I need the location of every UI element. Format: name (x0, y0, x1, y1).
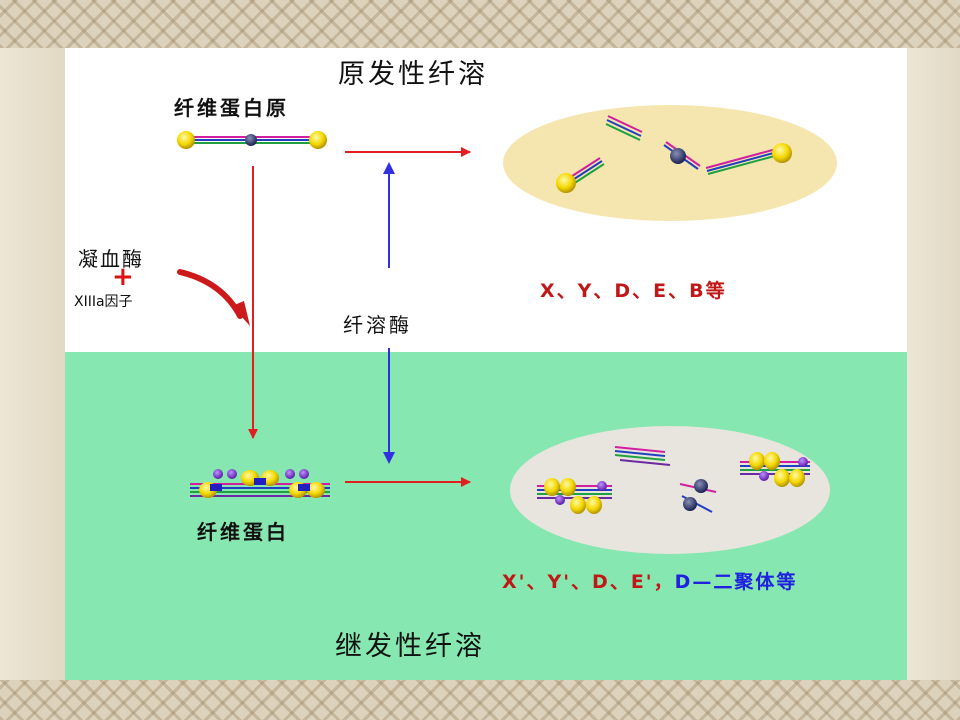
decorative-border-right (907, 48, 960, 680)
decorative-border-left (0, 48, 65, 680)
fibrinogen-degradation-products-ellipse (503, 105, 837, 221)
fibrinogen-fragments (556, 115, 792, 193)
fibrinogen-molecule (177, 131, 327, 149)
label-fibrin-products-red: X'、Y'、D、E'， (502, 571, 675, 593)
label-factor-xiiia: XIIIa因子 (74, 294, 133, 310)
fibrin-fragments (537, 446, 810, 514)
decorative-border-bottom (0, 680, 960, 720)
curved-arrow-thrombin-head (232, 301, 250, 326)
title-secondary-fibrinolysis: 继发性纤溶 (335, 631, 485, 662)
label-fibrin: 纤维蛋白 (197, 520, 289, 544)
decorative-border-top (0, 0, 960, 48)
fibrin-polymer (190, 469, 330, 498)
curved-arrow-thrombin (177, 269, 243, 319)
label-plasmin: 纤溶酶 (343, 313, 412, 337)
label-fibrinogen: 纤维蛋白原 (174, 96, 289, 120)
label-d-dimer: D—二聚体等 (674, 571, 798, 593)
label-fibrin-products: X'、Y'、D、E'，D—二聚体等 (502, 567, 797, 594)
label-plus: + (112, 262, 134, 292)
label-thrombin: 凝血酶 (78, 247, 144, 271)
title-primary-fibrinolysis: 原发性纤溶 (338, 59, 488, 90)
label-fibrinogen-products: X、Y、D、E、B等 (540, 280, 727, 302)
